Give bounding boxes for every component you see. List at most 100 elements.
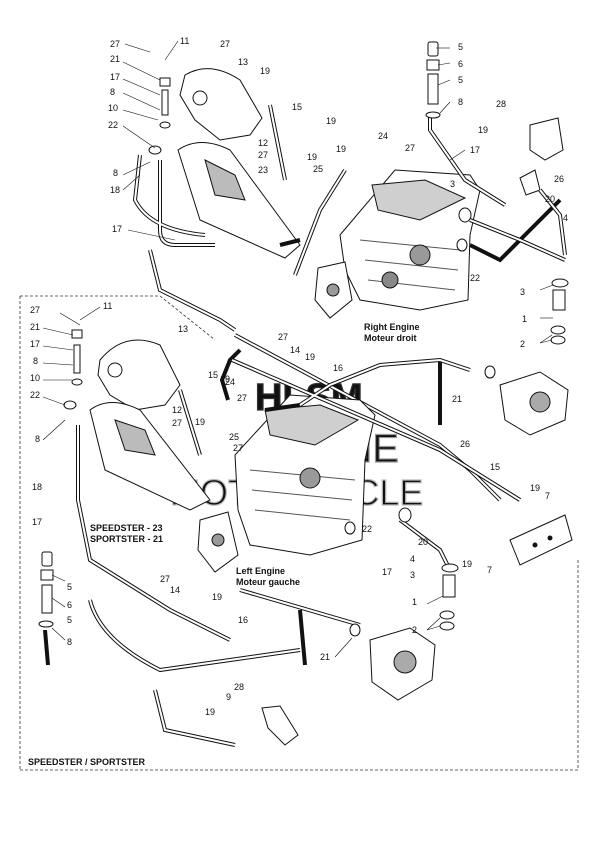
left-engine-caption-fr: Moteur gauche [236,577,300,587]
callout-label: 11 [103,301,112,311]
callout-label: 17 [30,339,40,349]
callout-label: 14 [170,585,180,595]
jet-pump-upper [499,371,569,436]
callout-label: 22 [108,120,118,130]
callout-label: 26 [460,439,470,449]
callout-label: 4 [563,213,568,223]
callout-label: 27 [233,443,243,453]
section-boundary [19,295,579,771]
callout-label: 8 [110,87,115,97]
callout-label: 3 [520,287,525,297]
bilge-fitting [261,705,299,746]
callout-label: 3 [450,179,455,189]
callout-label: 8 [67,637,72,647]
callout-label: 24 [378,131,388,141]
callout-label: 20 [545,194,555,204]
callout-label: 16 [238,615,248,625]
callout-label: 15 [490,462,500,472]
callout-label: 16 [333,363,343,373]
callout-label: 3 [410,570,415,580]
callout-label: 22 [362,524,372,534]
callout-label: 13 [238,57,248,67]
callout-label: 17 [112,224,122,234]
callout-label: 2 [412,625,417,635]
callout-label: 9 [226,692,231,702]
leader-lines [42,40,554,658]
callout-label: 11 [180,36,189,46]
model-caption-sportster: SPORTSTER - 21 [90,534,163,544]
callout-label: 21 [452,394,462,404]
callout-label: 27 [220,39,230,49]
callout-label: 8 [458,97,463,107]
callout-label: 4 [410,554,415,564]
callout-label: 18 [110,185,120,195]
callout-label: 12 [258,138,268,148]
callout-label: 27 [110,39,120,49]
right-water-pump [314,261,353,319]
callout-label: 19 [326,116,336,126]
transom-plate [509,514,573,566]
callout-label: 22 [30,390,40,400]
callout-label: 5 [458,42,463,52]
callout-label: 19 [220,374,230,384]
callout-label: 13 [178,324,188,334]
right-engine-caption-fr: Moteur droit [364,333,417,343]
callout-label: 10 [30,373,40,383]
callout-label: 19 [462,559,472,569]
callout-label: 7 [487,565,492,575]
callout-label: 19 [336,144,346,154]
callout-label: 24 [225,377,235,387]
model-caption-speedster: SPEEDSTER - 23 [90,523,163,533]
callout-label: 26 [554,174,564,184]
left-small-parts [38,329,496,637]
callout-label: 15 [292,102,302,112]
callout-label: 27 [30,305,40,315]
callout-label: 19 [205,707,215,717]
footer-caption: SPEEDSTER / SPORTSTER [28,757,146,767]
callout-label: 22 [470,273,480,283]
callout-label: 27 [237,393,247,403]
callout-label: 8 [33,356,38,366]
callout-label: 14 [290,345,300,355]
callout-label: 17 [32,517,42,527]
callout-label: 17 [470,145,480,155]
callout-label: 27 [172,418,182,428]
callout-label: 12 [172,405,182,415]
captions: Right Engine Moteur droit Left Engine Mo… [28,322,420,767]
callout-label: 19 [260,66,270,76]
callout-label: 21 [320,652,330,662]
callout-label: 23 [258,165,268,175]
callout-label: 2 [520,339,525,349]
callout-label: 15 [208,370,218,380]
callout-label: 17 [110,72,120,82]
callout-label: 18 [32,482,42,492]
callout-label: 5 [458,75,463,85]
callout-label: 7 [545,491,550,501]
callout-label: 25 [313,164,323,174]
left-water-pump [197,511,239,573]
right-exhaust-manifold [177,68,301,259]
callout-label: 27 [405,143,415,153]
callout-label: 21 [110,54,120,64]
callout-labels: 27 11 27 13 19 21 17 8 10 22 8 18 17 23 … [30,36,568,717]
callout-label: 19 [305,352,315,362]
callout-label: 27 [278,332,288,342]
left-exhaust-manifold [89,339,211,511]
callout-label: 5 [67,582,72,592]
right-upper-fitting [519,117,564,196]
callout-label: 5 [67,615,72,625]
left-engine-block [234,394,376,556]
callout-label: 25 [229,432,239,442]
callout-label: 6 [458,59,463,69]
left-hoses-inner [77,358,521,746]
callout-label: 28 [234,682,244,692]
callout-label: 1 [412,597,417,607]
callout-label: 19 [478,125,488,135]
callout-label: 20 [418,537,428,547]
callout-label: 17 [382,567,392,577]
callout-label: 28 [496,99,506,109]
callout-label: 19 [195,417,205,427]
callout-label: 19 [212,592,222,602]
callout-label: 19 [307,152,317,162]
